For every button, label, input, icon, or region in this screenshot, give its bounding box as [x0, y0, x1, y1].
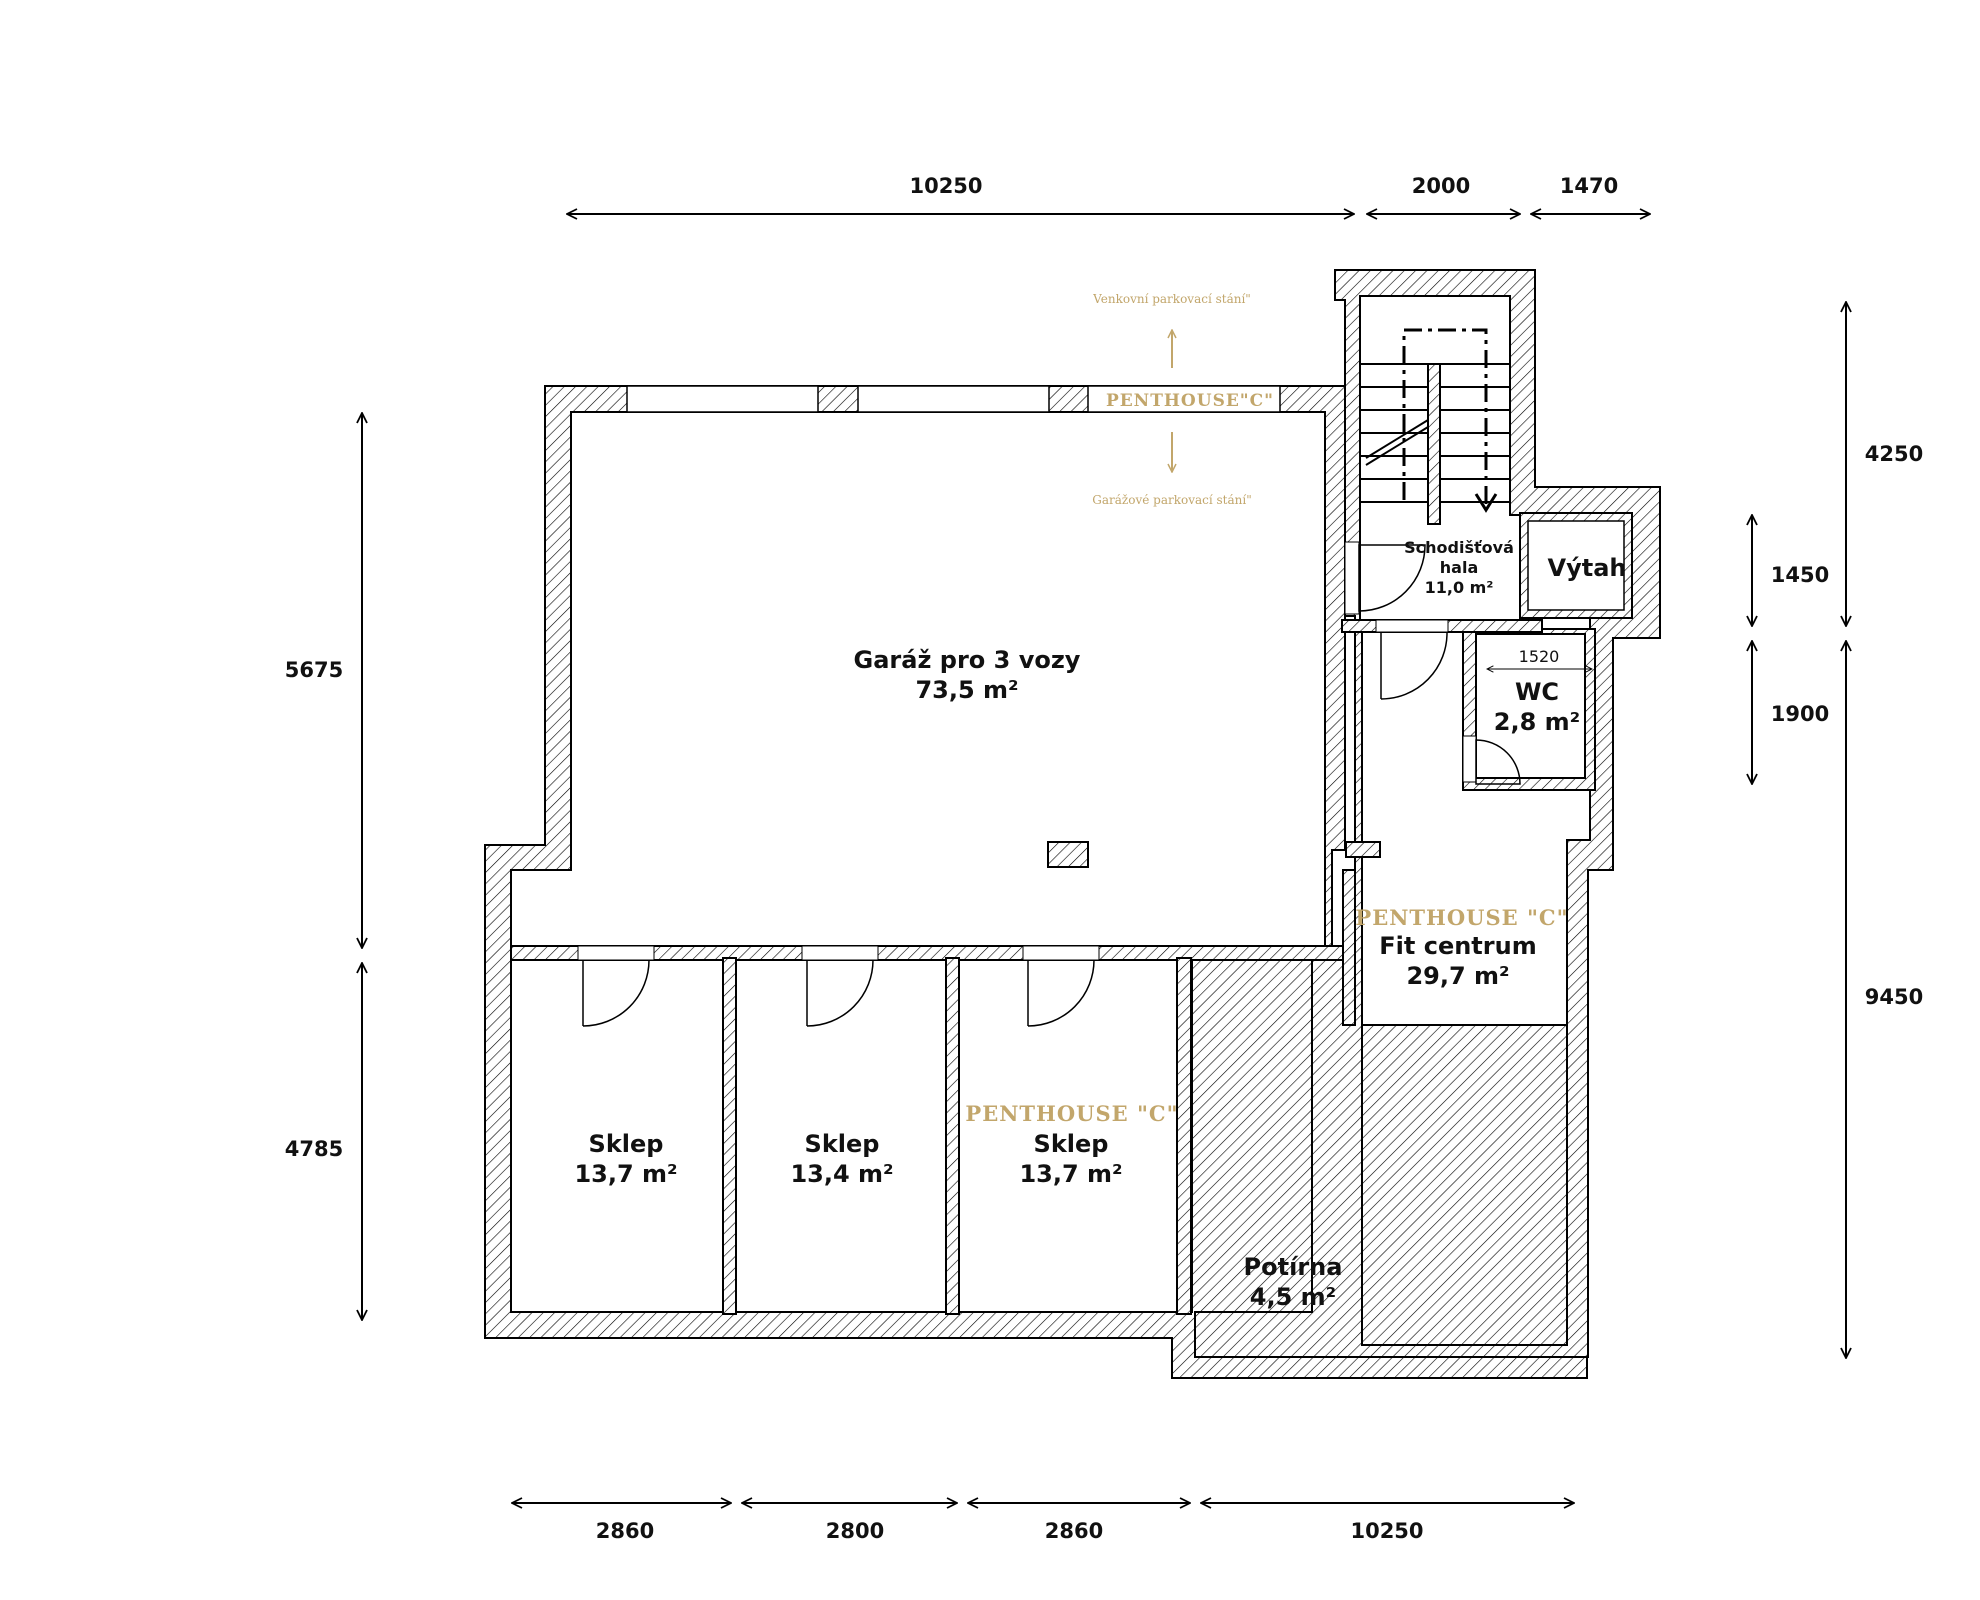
label-penthouse-top: PENTHOUSE"C": [1106, 391, 1274, 411]
room-cellar1-name: Sklep: [589, 1130, 664, 1158]
room-lift-name: Výtah: [1548, 554, 1627, 582]
room-wc-name: WC: [1515, 678, 1559, 706]
label-penthouse-cellar: PENTHOUSE "C": [965, 1101, 1178, 1126]
label-outdoor-parking: Venkovní parkovací stání": [1092, 292, 1251, 306]
dim-left-1: 5675: [285, 658, 343, 682]
dim-right-4: 9450: [1865, 985, 1923, 1009]
room-fit-area: 29,7 m²: [1406, 962, 1509, 990]
dim-top-3: 1470: [1560, 174, 1618, 198]
dim-bottom-1: 2860: [596, 1519, 654, 1543]
label-penthouse-fit: PENTHOUSE "C": [1355, 905, 1568, 930]
wc-width-dim: 1520: [1519, 647, 1560, 666]
room-stair-area: 11,0 m²: [1425, 578, 1494, 597]
dim-top-1: 10250: [909, 174, 982, 198]
room-cellar2-area: 13,4 m²: [790, 1160, 893, 1188]
dim-right-2: 1450: [1771, 563, 1829, 587]
room-potirna-area: 4,5 m²: [1250, 1283, 1336, 1311]
room-cellar3-area: 13,7 m²: [1019, 1160, 1122, 1188]
room-cellar3-name: Sklep: [1034, 1130, 1109, 1158]
room-potirna-name: Potírna: [1244, 1253, 1343, 1281]
room-garage-name: Garáž pro 3 vozy: [854, 646, 1081, 674]
dim-top-2: 2000: [1412, 174, 1470, 198]
room-fit-name: Fit centrum: [1379, 932, 1536, 960]
dim-right-1: 4250: [1865, 442, 1923, 466]
dim-right-3: 1900: [1771, 702, 1829, 726]
dim-left-2: 4785: [285, 1137, 343, 1161]
door-swings: [582, 544, 1521, 1027]
dim-bottom-3: 2860: [1045, 1519, 1103, 1543]
room-cellar1-area: 13,7 m²: [574, 1160, 677, 1188]
dim-bottom-4: 10250: [1350, 1519, 1423, 1543]
dimension-lines: [362, 214, 1846, 1503]
walls: [484, 269, 1661, 1379]
windows: [626, 385, 1281, 413]
label-garage-parking: Garážové parkovací stání": [1092, 493, 1251, 507]
room-stair-name-2: hala: [1440, 558, 1478, 577]
staircase: [1360, 328, 1510, 513]
dim-bottom-2: 2800: [826, 1519, 884, 1543]
room-cellar2-name: Sklep: [805, 1130, 880, 1158]
room-garage-area: 73,5 m²: [915, 676, 1018, 704]
room-wc-area: 2,8 m²: [1494, 708, 1580, 736]
room-stair-name-1: Schodišťová: [1404, 538, 1514, 557]
